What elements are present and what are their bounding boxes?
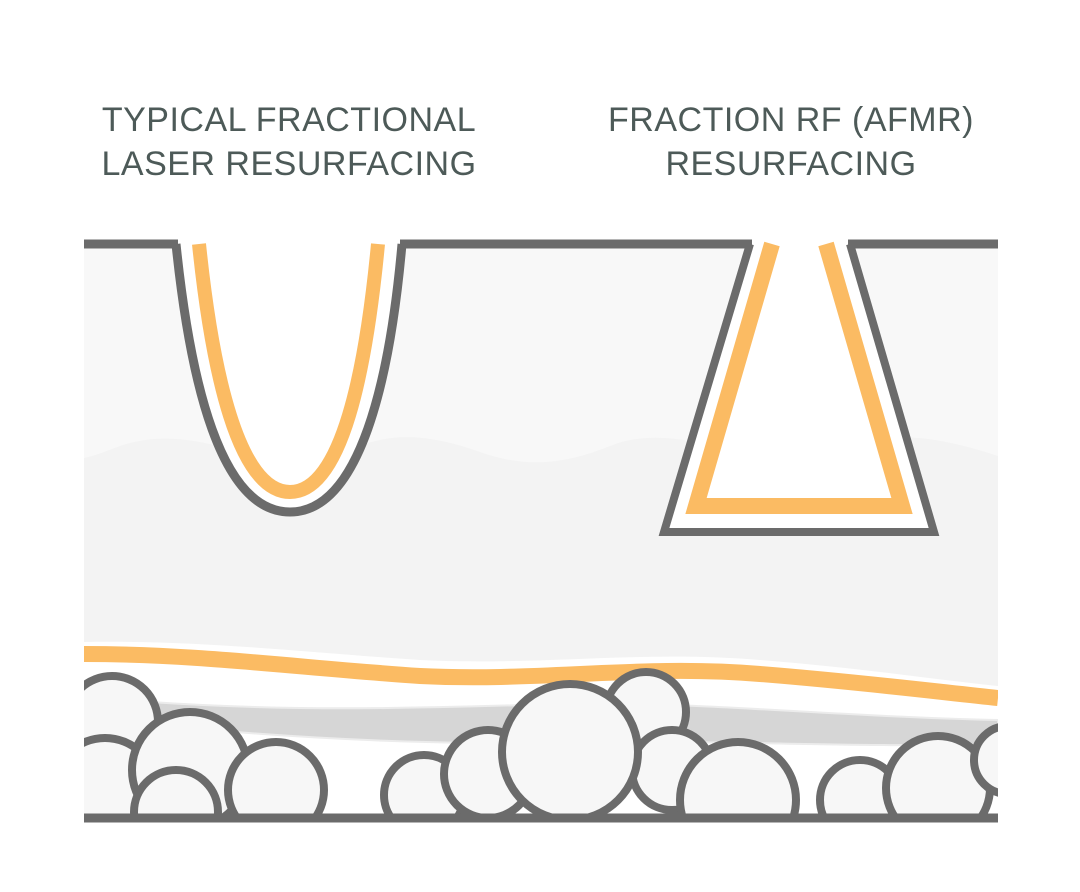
left-title-line-2: LASER RESURFACING: [101, 145, 477, 183]
laser-channel: [171, 243, 407, 517]
rf-channel: [658, 241, 940, 536]
left-title: TYPICAL FRACTIONAL LASER RESURFACING: [86, 98, 492, 186]
fat-cell: [130, 766, 222, 818]
fat-cell: [498, 680, 642, 818]
left-title-line-1: TYPICAL FRACTIONAL: [101, 101, 477, 139]
rf-channel-heat-zone: [685, 241, 913, 514]
fat-cells: [84, 668, 998, 818]
right-title-line-1: FRACTION RF (AFMR): [608, 101, 974, 139]
laser-channel-heat-zone: [192, 243, 385, 500]
fat-cell: [224, 738, 328, 818]
right-title: FRACTION RF (AFMR) RESURFACING: [592, 98, 990, 186]
fat-cell: [970, 723, 998, 797]
fat-cell: [676, 738, 800, 818]
dermal-line: [84, 646, 998, 706]
right-title-line-2: RESURFACING: [665, 145, 917, 183]
